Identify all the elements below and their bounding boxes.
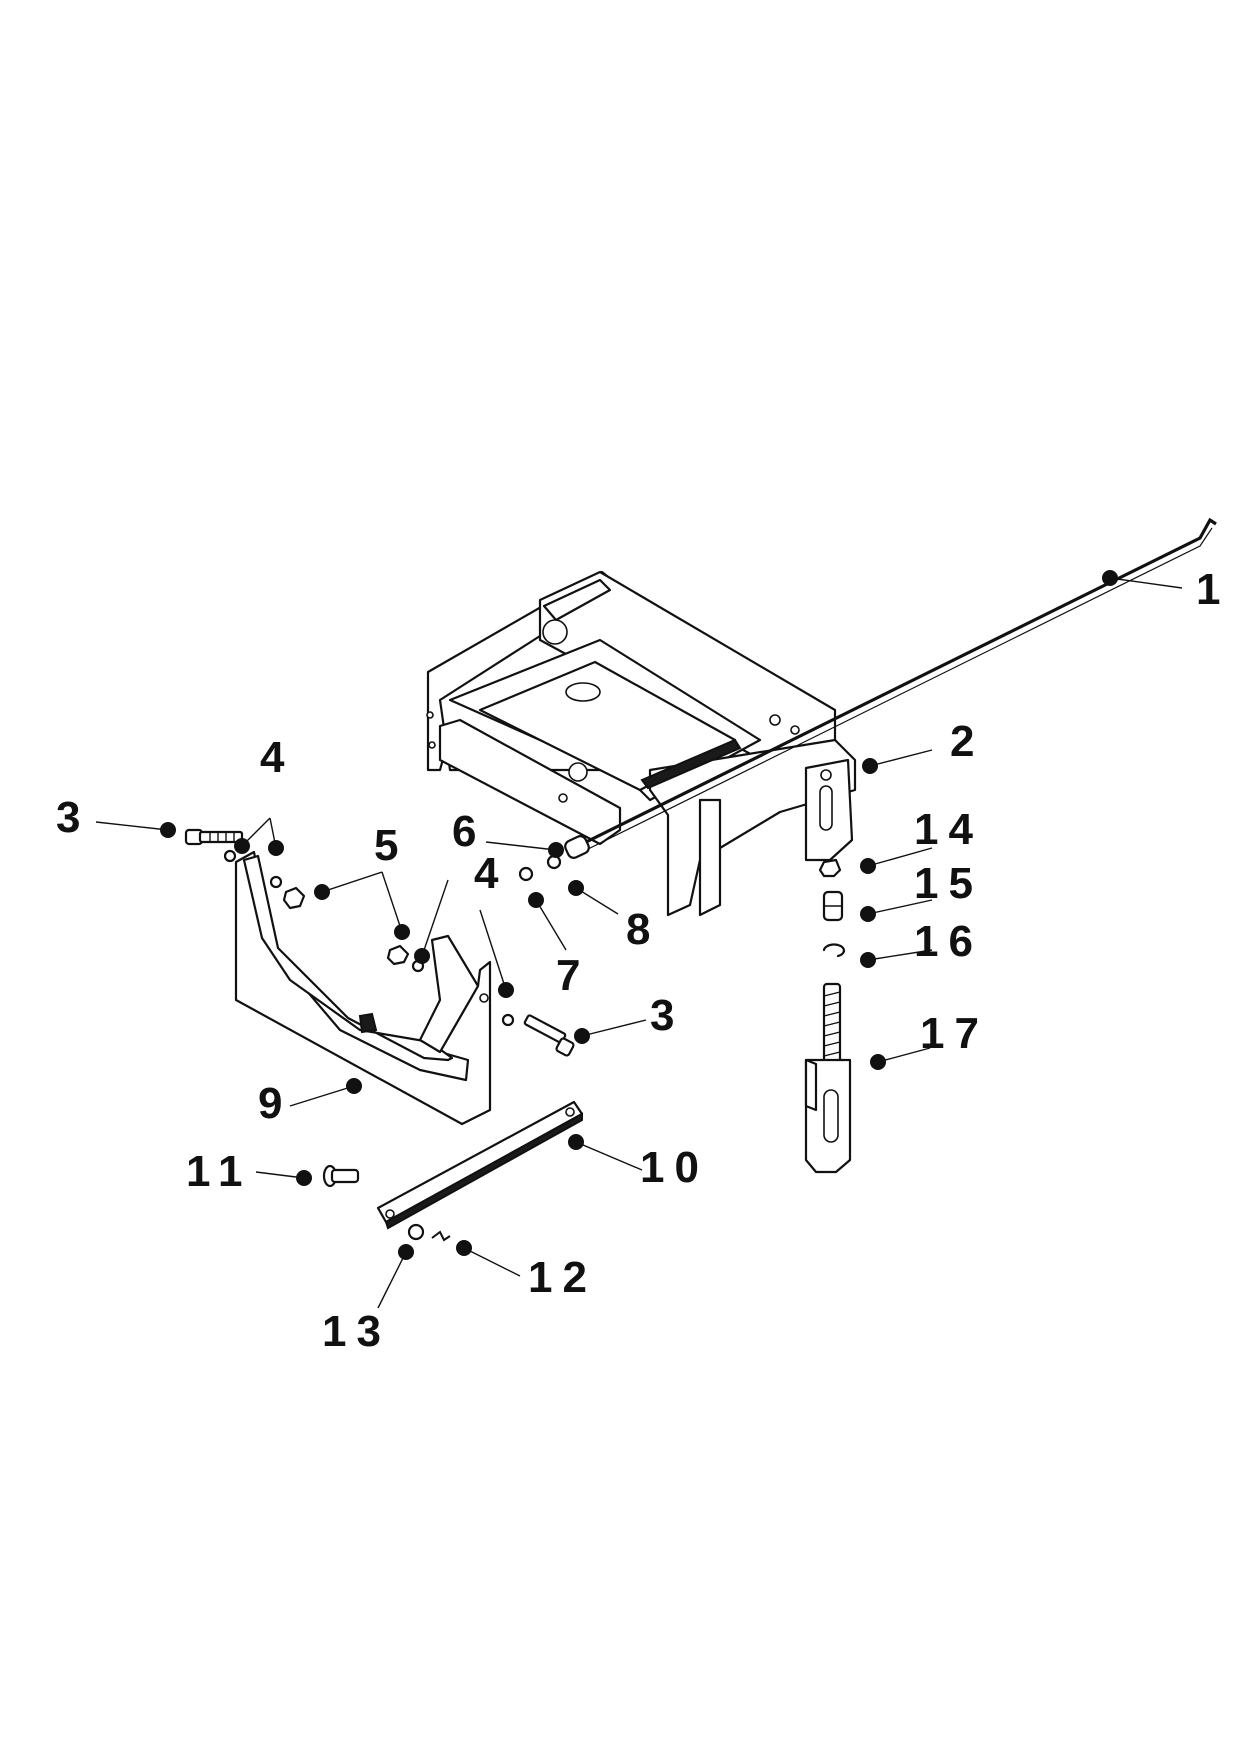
callout-11: 11 (186, 1147, 253, 1196)
threaded-adjuster (804, 982, 852, 1174)
callout-17: 17 (920, 1009, 989, 1058)
hairpin-clip (431, 1230, 451, 1242)
callout-10: 10 (640, 1143, 709, 1192)
callout-3-left: 3 (56, 793, 90, 842)
callout-6: 6 (452, 807, 486, 856)
callout-labels: 1 2 3 3 4 4 5 6 7 8 9 10 11 12 13 14 15 … (56, 565, 1230, 1356)
callout-9: 9 (258, 1079, 292, 1128)
washer-left-inner (269, 875, 283, 889)
callout-5: 5 (374, 821, 408, 870)
washer-right (501, 1013, 515, 1027)
bolt-right (523, 1014, 575, 1057)
callout-4-top: 4 (260, 733, 294, 782)
callout-14: 14 (914, 805, 983, 854)
callout-3-right: 3 (650, 991, 684, 1040)
callout-12: 12 (528, 1253, 597, 1302)
bolt-left (184, 828, 244, 846)
callout-4-mid: 4 (474, 849, 508, 898)
hanger-bracket (234, 850, 492, 1126)
link-bar (376, 1100, 584, 1230)
rod-fittings (518, 835, 590, 882)
callout-1: 1 (1196, 565, 1230, 614)
washer-left (223, 849, 237, 863)
callout-7: 7 (556, 951, 590, 1000)
washer-pin (407, 1223, 425, 1241)
clevis-pin (322, 1164, 360, 1188)
hex-nut (818, 858, 842, 878)
control-rod (573, 517, 1217, 857)
callout-16: 16 (914, 917, 983, 966)
callout-2: 2 (950, 717, 984, 766)
e-clip (822, 943, 846, 958)
leader-lines (95, 577, 1183, 1309)
callout-13: 13 (322, 1307, 391, 1356)
callout-dots (160, 570, 1118, 1260)
callout-8: 8 (626, 905, 660, 954)
nut-left (282, 886, 306, 910)
nut-mid (386, 944, 410, 966)
callout-15: 15 (914, 859, 983, 908)
adjuster-bushing (822, 890, 844, 922)
